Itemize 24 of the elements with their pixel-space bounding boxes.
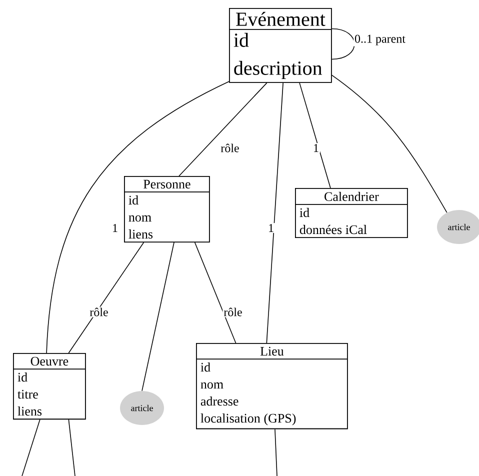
edge-label: rôle <box>220 142 240 154</box>
edge-label: rôle <box>222 306 244 318</box>
connector <box>194 242 236 344</box>
connector <box>178 82 268 176</box>
connector <box>332 74 448 213</box>
connector <box>46 81 230 354</box>
edge-label: 1 <box>111 223 119 233</box>
connector <box>142 242 174 392</box>
entity-box: Lieu id nom adresse localisation (GPS) <box>196 342 348 430</box>
edge-label: 1 <box>267 223 275 233</box>
entity-box: Calendrier id données iCal <box>295 188 408 238</box>
connector <box>299 82 331 188</box>
edge-label: 1 <box>312 143 320 153</box>
connector <box>274 428 278 476</box>
connector <box>22 419 40 476</box>
connector <box>266 82 284 344</box>
entity-box: Personne id nom liens <box>124 176 210 242</box>
connector <box>332 28 355 60</box>
edge-label: rôle <box>88 306 110 318</box>
edge-label: 0..1 parent <box>354 34 406 46</box>
connector <box>68 419 76 476</box>
entity-box: Oeuvre id titre liens <box>13 352 86 420</box>
entity-box: Evénement id description <box>229 8 332 83</box>
connector <box>68 242 144 354</box>
